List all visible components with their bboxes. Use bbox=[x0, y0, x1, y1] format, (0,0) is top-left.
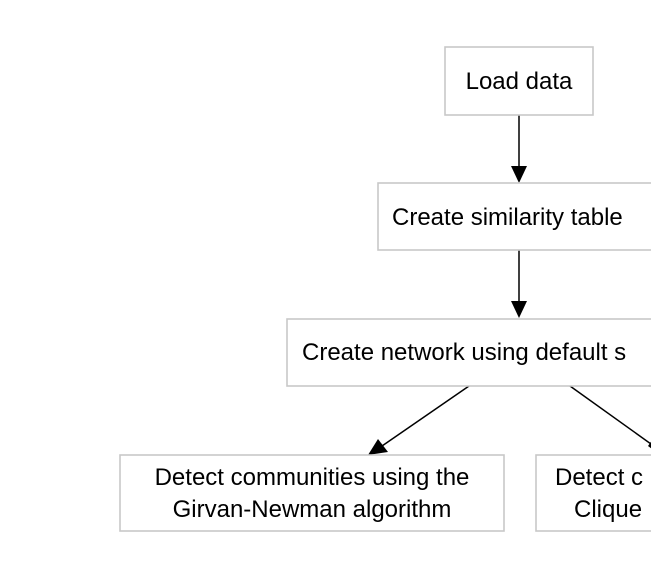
node-label-line-2: Girvan-Newman algorithm bbox=[173, 496, 452, 523]
edge-network-to-clique bbox=[569, 385, 651, 449]
arrow-head bbox=[511, 301, 527, 318]
node-create-similarity-table: Create similarity table bbox=[377, 182, 651, 251]
edge-load-to-similarity bbox=[511, 115, 527, 183]
arrow-head bbox=[511, 166, 527, 183]
node-label: Create similarity table bbox=[392, 204, 623, 231]
node-load-data: Load data bbox=[444, 46, 594, 116]
node-label-line-1: Detect communities using the bbox=[155, 464, 470, 491]
node-detect-girvan-newman: Detect communities using the Girvan-Newm… bbox=[119, 454, 505, 532]
arrow-head bbox=[368, 439, 388, 455]
node-detect-clique: Detect c Clique bbox=[535, 454, 651, 532]
edge-network-to-girvan bbox=[368, 385, 470, 455]
node-label-line-2: Clique bbox=[574, 496, 642, 523]
node-label: Load data bbox=[466, 68, 573, 95]
node-create-network: Create network using default s bbox=[286, 318, 651, 387]
node-label: Create network using default s bbox=[302, 339, 626, 366]
arrow-head bbox=[648, 441, 651, 449]
edge-similarity-to-network bbox=[511, 250, 527, 318]
node-label-line-1: Detect c bbox=[555, 464, 643, 491]
